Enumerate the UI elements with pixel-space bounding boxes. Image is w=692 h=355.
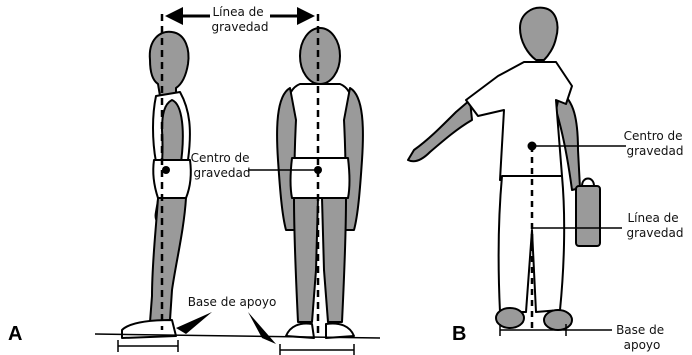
label-base-b: Base de apoyo: [616, 323, 668, 352]
label-gravity-line-b: Línea de gravedad: [627, 211, 684, 240]
panel-label-b: B: [452, 323, 466, 345]
nurse-figure: [408, 8, 600, 330]
label-base-a: Base de apoyo: [188, 295, 277, 309]
front-view-figure: [277, 28, 363, 338]
side-view-figure: [122, 32, 191, 338]
label-gravity-line-a: Línea de gravedad: [212, 5, 269, 34]
panel-label-a: A: [8, 323, 22, 345]
label-center-a: Centro de gravedad: [191, 151, 254, 180]
label-center-b: Centro de gravedad: [624, 129, 687, 158]
